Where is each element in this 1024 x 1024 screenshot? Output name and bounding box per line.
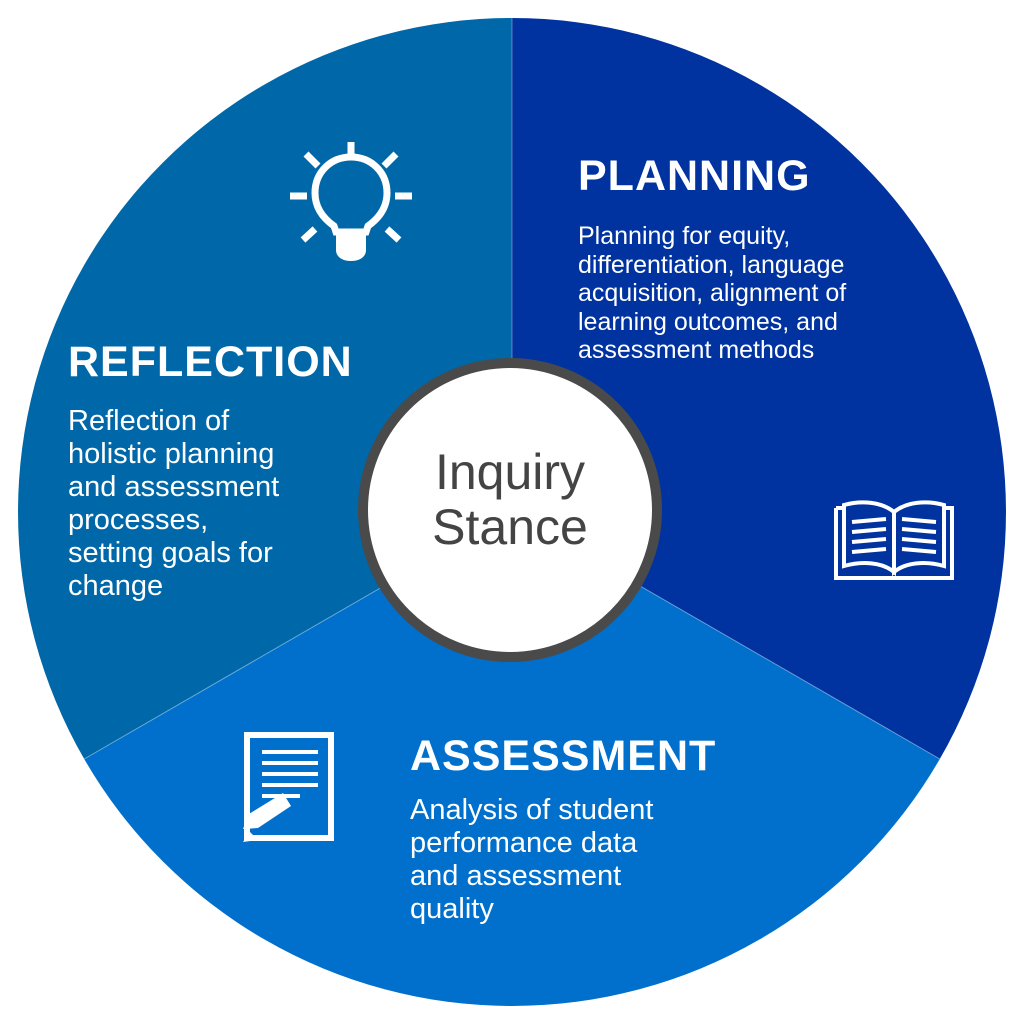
open-book-icon [834, 500, 954, 580]
reflection-description: Reflection of holistic planning and asse… [68, 405, 280, 602]
center-label: Inquiry Stance [432, 444, 588, 555]
assessment-description: Analysis of student performance data and… [410, 794, 654, 925]
document-pencil-icon [243, 732, 334, 842]
reflection-title: REFLECTION [68, 338, 353, 386]
lightbulb-icon [290, 142, 412, 261]
planning-title: PLANNING [578, 152, 811, 200]
assessment-segment [84, 512, 940, 1006]
center-circle [358, 358, 662, 662]
assessment-title: ASSESSMENT [410, 732, 717, 780]
planning-description: Planning for equity, differentiation, la… [578, 222, 847, 364]
